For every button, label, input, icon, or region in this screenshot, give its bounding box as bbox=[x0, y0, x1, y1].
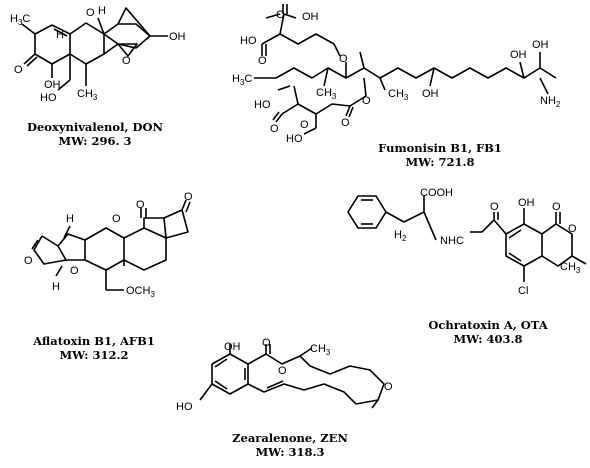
don-atom-o-ring: O bbox=[86, 7, 95, 19]
svg-text:CH3: CH3 bbox=[560, 261, 581, 275]
fb1-atom-oh-right2: OH bbox=[532, 39, 549, 51]
zen-atom-o-ketone: O bbox=[262, 337, 271, 349]
zen-structure: OH O CH3 O HO O bbox=[176, 337, 393, 413]
fb1-atom-oh-mid: OH bbox=[422, 88, 439, 100]
zen-atom-ch3-sub: 3 bbox=[326, 348, 331, 357]
don-atom-ch3-sub: 3 bbox=[93, 93, 98, 102]
fb1-mw-label: MW: 721.8 bbox=[405, 155, 474, 169]
zen-atom-o-ring: O bbox=[278, 365, 287, 377]
fb1-atom-o-ester2: O bbox=[362, 95, 371, 107]
don-atom-h3c-sub: 3 bbox=[18, 18, 23, 27]
fb1-atom-ch3-a: CH bbox=[316, 87, 332, 99]
don-atom-h-top: H bbox=[98, 5, 106, 17]
don-atom-o-epoxide: O bbox=[122, 55, 131, 67]
ota-atom-o-ketone: O bbox=[552, 201, 561, 213]
ota-atom-o-ring: O bbox=[568, 223, 577, 235]
svg-text:CH3: CH3 bbox=[77, 88, 98, 102]
don-atom-h-left: H bbox=[56, 29, 64, 41]
afb1-atom-o-furan2: O bbox=[70, 265, 79, 277]
ota-mw-label: MW: 403.8 bbox=[453, 332, 522, 346]
don-structure: H3C O H H OH O O OH HO CH3 bbox=[10, 5, 186, 104]
svg-text:H3C: H3C bbox=[232, 73, 252, 87]
don-atom-oh-right: OH bbox=[169, 31, 186, 43]
svg-text:NH2: NH2 bbox=[540, 95, 561, 109]
fb1-atom-ch3-b-sub: 3 bbox=[404, 93, 409, 102]
svg-text:CH3: CH3 bbox=[310, 343, 331, 357]
ota-atom-h2: H bbox=[394, 229, 402, 241]
fb1-atom-ho-bottom: HO bbox=[286, 133, 303, 145]
fb1-name-label: Fumonisin B1, FB1 bbox=[378, 141, 502, 155]
fb1-atom-h3c-sub: 3 bbox=[240, 78, 245, 87]
fb1-atom-o-left1: O bbox=[258, 55, 267, 67]
zen-atom-o-right: O bbox=[384, 381, 393, 393]
svg-text:CH3: CH3 bbox=[316, 87, 337, 101]
fb1-atom-ho-left1: HO bbox=[240, 35, 257, 47]
afb1-atom-h-top: H bbox=[66, 213, 74, 225]
fb1-atom-ch3-a-sub: 3 bbox=[332, 92, 337, 101]
ota-atom-nh: NH bbox=[440, 235, 456, 247]
afb1-atom-och3: OCH bbox=[126, 285, 151, 297]
zen-atom-oh: OH bbox=[224, 341, 241, 353]
svg-text:OCH3: OCH3 bbox=[126, 285, 155, 299]
don-mw-label: MW: 296. 3 bbox=[58, 134, 131, 148]
ota-atom-cl: Cl bbox=[518, 285, 528, 297]
afb1-mw-label: MW: 312.2 bbox=[59, 348, 128, 362]
ota-atom-c: C bbox=[456, 235, 464, 247]
ota-name-label: Ochratoxin A, OTA bbox=[428, 318, 548, 332]
fb1-atom-o-left2: O bbox=[341, 117, 350, 129]
ota-atom-o-amide: O bbox=[490, 201, 499, 213]
don-atom-ch3: CH bbox=[77, 88, 93, 100]
fb1-atom-h3c-c: C bbox=[244, 73, 252, 85]
afb1-structure: O O O H O O H OCH3 bbox=[24, 191, 193, 299]
don-atom-ho-bottom: HO bbox=[40, 92, 57, 104]
ota-atom-oh: OH bbox=[518, 197, 535, 209]
zen-mw-label: MW: 318.3 bbox=[255, 445, 324, 459]
don-atom-o-ketone: O bbox=[14, 64, 23, 76]
ota-atom-ch3-sub: 3 bbox=[576, 266, 581, 275]
svg-text:CH3: CH3 bbox=[388, 88, 409, 102]
zen-atom-ho: HO bbox=[176, 401, 193, 413]
ota-structure: COOH OH O H2 NH C O O CH3 Cl bbox=[347, 187, 587, 297]
fb1-atom-oh-top: OH bbox=[302, 11, 319, 23]
fb1-atom-h3c: H bbox=[232, 73, 240, 85]
fb1-atom-o-carb: O bbox=[270, 123, 279, 135]
afb1-atom-h-bottom: H bbox=[52, 281, 60, 293]
afb1-atom-o-top1: O bbox=[136, 199, 145, 211]
svg-text:H3C: H3C bbox=[10, 13, 30, 27]
fb1-atom-nh2-sub: 2 bbox=[556, 100, 561, 109]
zen-atom-ch3: CH bbox=[310, 343, 326, 355]
afb1-atom-o-furan1: O bbox=[24, 255, 33, 267]
fb1-structure: O OH HO O O H3C CH3 CH3 OH OH OH NH2 O O… bbox=[232, 4, 561, 145]
don-atom-h3c: H bbox=[10, 13, 18, 25]
fb1-atom-ch3-b: CH bbox=[388, 88, 404, 100]
ota-atom-cooh: COOH bbox=[420, 187, 453, 199]
zen-name-label: Zearalenone, ZEN bbox=[232, 431, 348, 445]
afb1-atom-och3-sub: 3 bbox=[150, 290, 155, 299]
fb1-atom-nh2: NH bbox=[540, 95, 556, 107]
afb1-atom-o-ring: O bbox=[112, 213, 121, 225]
don-name-label: Deoxynivalenol, DON bbox=[27, 120, 163, 134]
fb1-atom-o-bottom: O bbox=[300, 119, 309, 131]
fb1-atom-oh-right1: OH bbox=[510, 49, 527, 61]
fb1-atom-o-ester1: O bbox=[339, 53, 348, 65]
ota-atom-ch3: CH bbox=[560, 261, 576, 273]
don-atom-h3c-c: C bbox=[22, 13, 30, 25]
don-atom-oh-mid: OH bbox=[44, 79, 61, 91]
fb1-atom-o-top: O bbox=[276, 9, 285, 21]
svg-text:H2: H2 bbox=[394, 229, 407, 243]
afb1-atom-o-top2: O bbox=[184, 191, 193, 203]
fb1-atom-ho-left2: HO bbox=[254, 99, 271, 111]
ota-atom-h2-sub: 2 bbox=[402, 234, 407, 243]
afb1-name-label: Aflatoxin B1, AFB1 bbox=[32, 334, 155, 348]
